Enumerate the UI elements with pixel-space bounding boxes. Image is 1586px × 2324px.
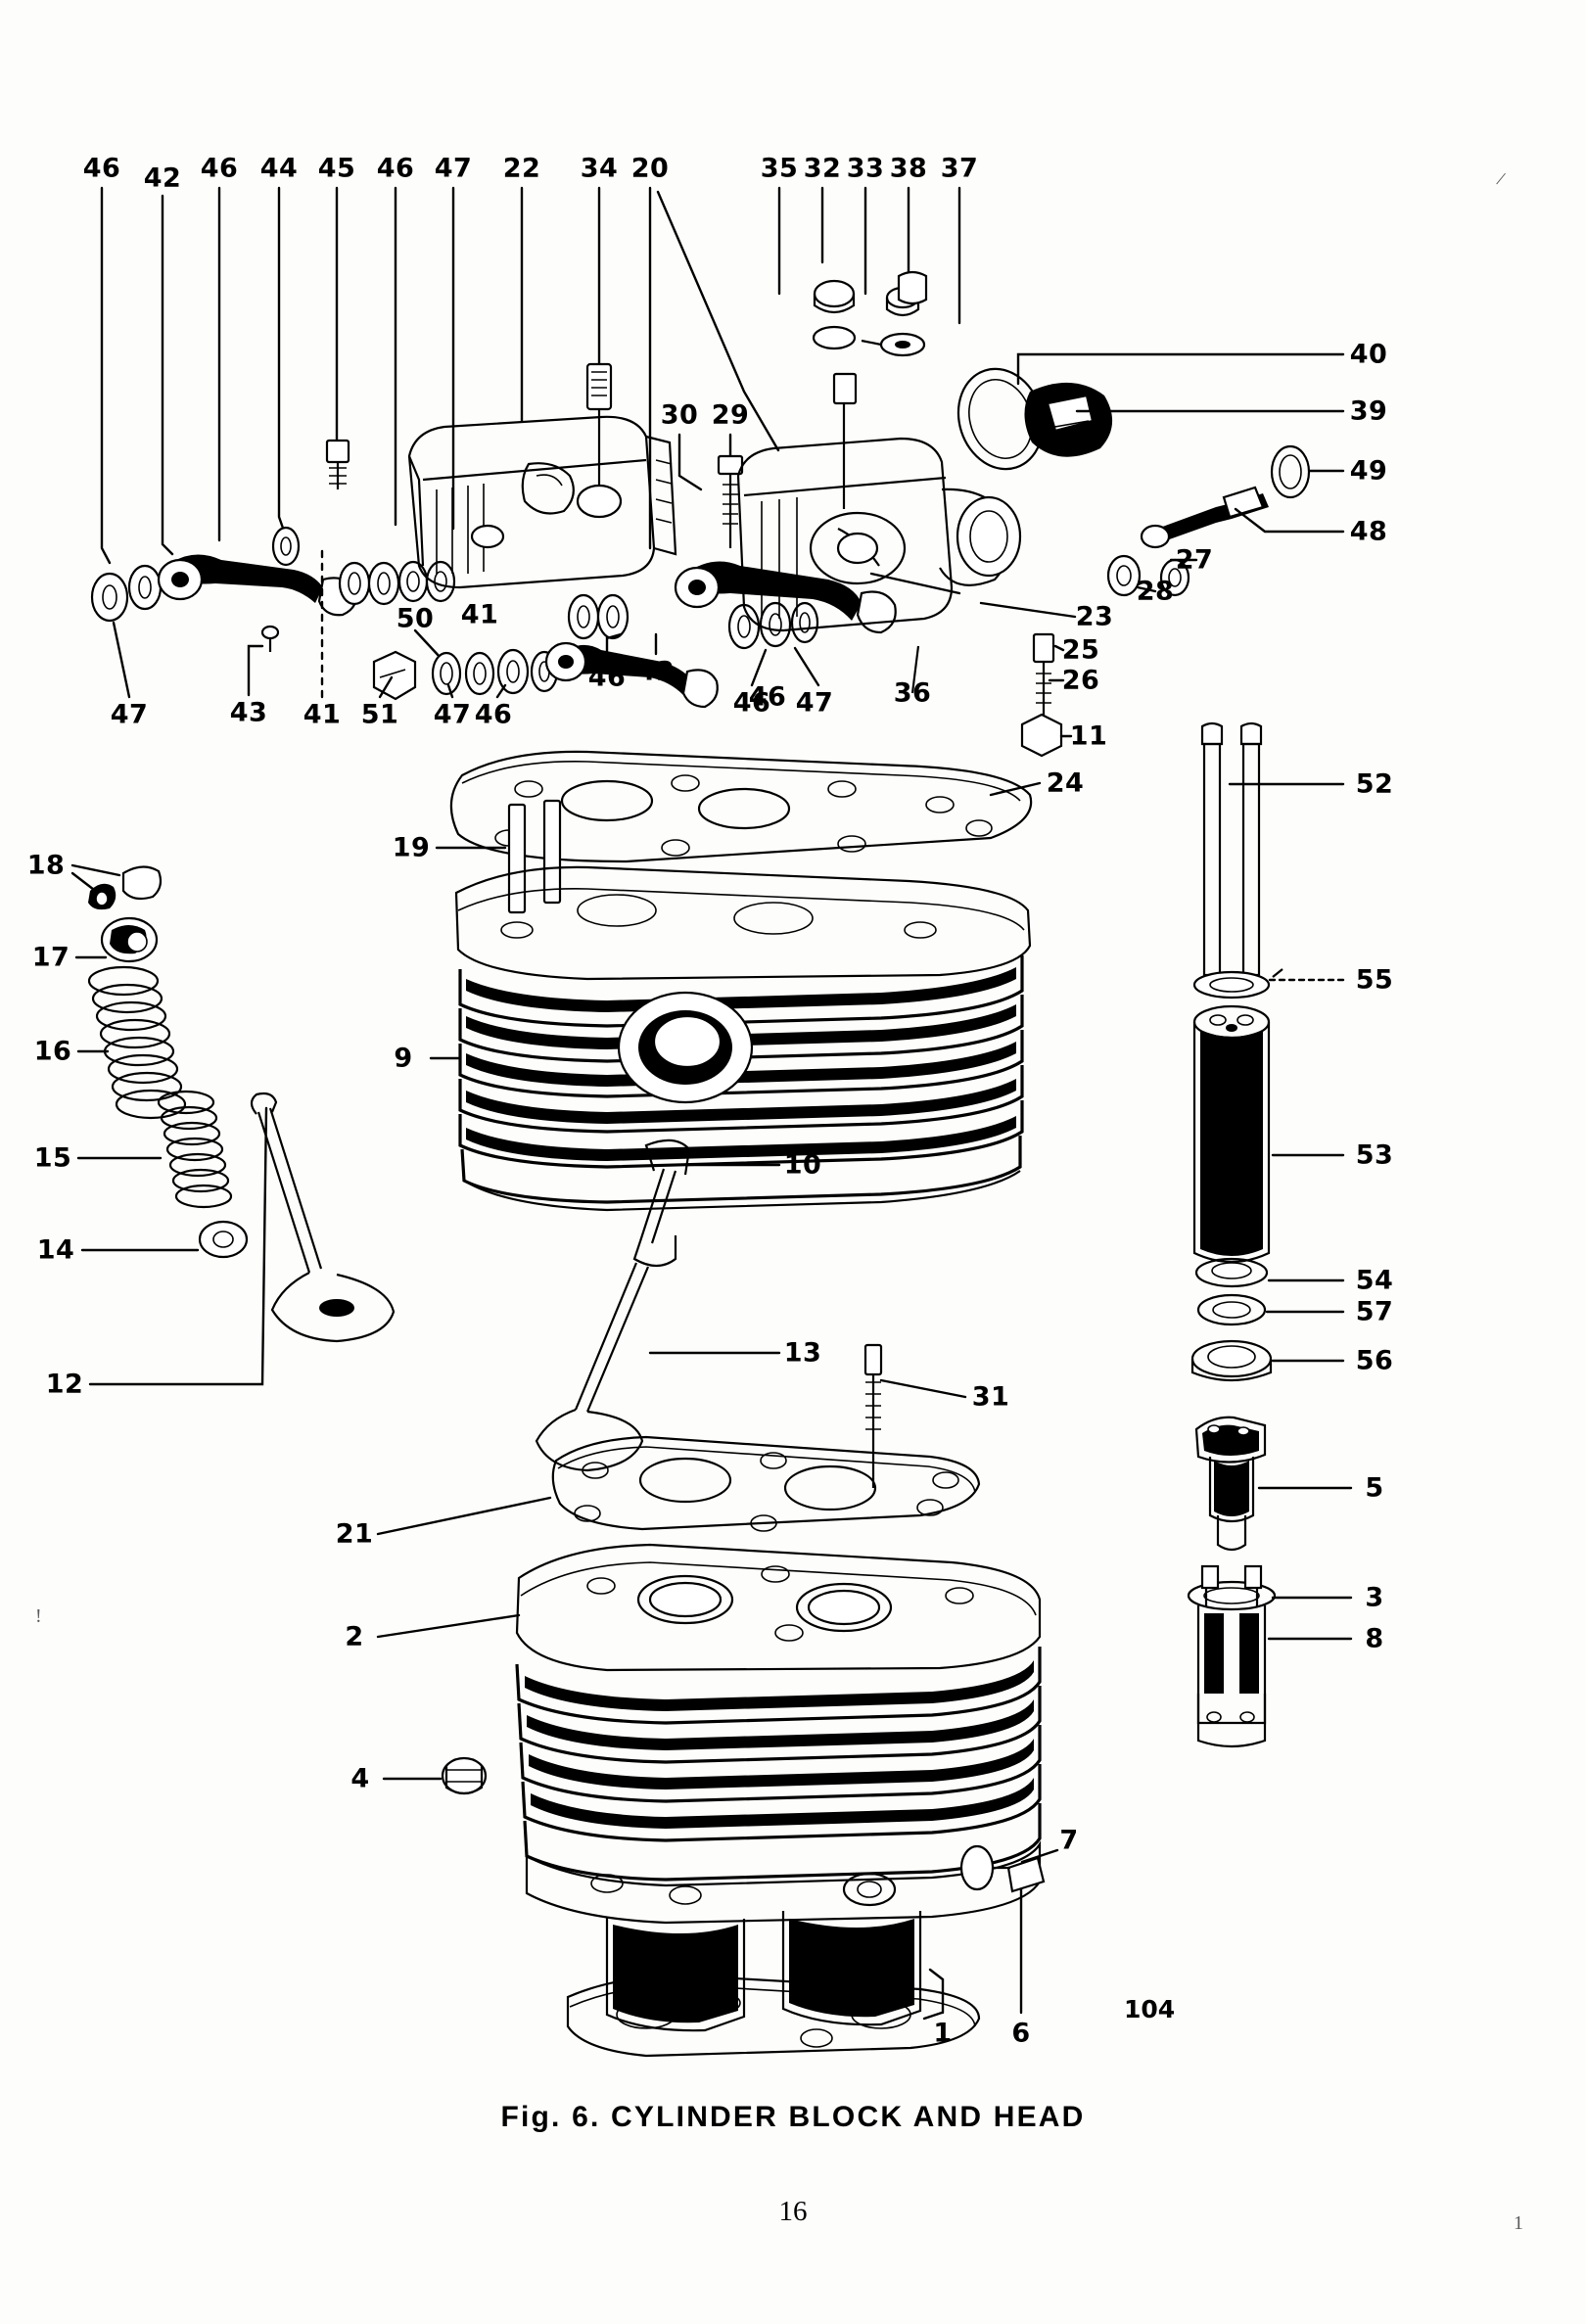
callout-46: 46	[376, 153, 415, 184]
callout-26: 26	[1061, 665, 1100, 696]
cylinder-stud-31	[863, 1343, 967, 1488]
callout-21: 21	[335, 1518, 374, 1550]
callout-35: 35	[760, 153, 799, 184]
top-hardware-group	[325, 270, 928, 548]
callout-13: 13	[783, 1337, 822, 1369]
callout-42: 42	[143, 163, 182, 194]
callout-53: 53	[1355, 1139, 1394, 1171]
valve-spring-inner	[157, 1090, 233, 1209]
callout-37: 37	[940, 153, 979, 184]
callout-4: 4	[350, 1763, 370, 1794]
cylinder-head-casting	[429, 865, 1032, 1212]
callout-47: 47	[110, 699, 149, 730]
callout-28: 28	[1136, 576, 1175, 607]
callout-1: 1	[933, 2018, 953, 2049]
valve-spring-outer	[87, 965, 187, 1120]
callout-47: 47	[434, 153, 473, 184]
valve-inlet-13	[535, 1262, 781, 1472]
callout-10: 10	[783, 1149, 822, 1181]
edge-mark-left: !	[35, 1605, 42, 1627]
callout-47: 47	[795, 687, 834, 719]
rocker-box-housing	[407, 415, 677, 589]
valve-train-left	[70, 863, 396, 1386]
cylinder-block-casting	[376, 1543, 1042, 2058]
callout-47: 47	[433, 699, 472, 730]
callout-11: 11	[1069, 720, 1108, 752]
right-top-parts	[956, 352, 1345, 758]
flange-bolt-7	[928, 1844, 1059, 2015]
callout-42: 42	[636, 656, 676, 687]
edge-mark-bottom-right: 1	[1514, 2212, 1523, 2234]
callout-8: 8	[1365, 1623, 1384, 1654]
cylinder-block-fins	[515, 1647, 1042, 1882]
callout-18: 18	[26, 850, 66, 881]
callout-31: 31	[971, 1381, 1010, 1413]
callout-55: 55	[1355, 964, 1394, 996]
callout-41: 41	[460, 599, 499, 630]
callout-16: 16	[33, 1036, 72, 1067]
callout-34: 34	[580, 153, 619, 184]
page-number: 16	[778, 2196, 808, 2227]
callout-49: 49	[1349, 455, 1388, 487]
callout-50: 50	[396, 603, 435, 634]
callout-39: 39	[1349, 395, 1388, 427]
callout-9: 9	[394, 1043, 413, 1074]
callout-46: 46	[587, 662, 627, 693]
plate-code: 104	[1124, 1995, 1176, 2023]
callout-32: 32	[803, 153, 842, 184]
callout-44: 44	[259, 153, 299, 184]
callout-36: 36	[893, 677, 932, 709]
callout-25: 25	[1061, 634, 1100, 666]
callout-38: 38	[889, 153, 928, 184]
callout-2: 2	[345, 1621, 364, 1652]
small-nut-4	[382, 1756, 488, 1795]
callout-46: 46	[82, 153, 121, 184]
callout-15: 15	[33, 1142, 72, 1174]
callout-6: 6	[1011, 2018, 1031, 2049]
callout-51: 51	[360, 699, 399, 730]
callout-46: 46	[732, 687, 771, 719]
callout-41: 41	[303, 699, 342, 730]
top-leader-lines	[100, 186, 961, 565]
callout-56: 56	[1355, 1345, 1394, 1376]
callout-5: 5	[1365, 1472, 1384, 1504]
callout-14: 14	[36, 1234, 75, 1266]
cylinder-head-gasket	[435, 750, 1042, 914]
callout-12: 12	[45, 1369, 84, 1400]
callout-46: 46	[200, 153, 239, 184]
callout-20: 20	[630, 153, 670, 184]
callout-17: 17	[31, 942, 70, 973]
callout-24: 24	[1046, 767, 1085, 799]
rocker-assembly-left	[90, 526, 961, 709]
callout-54: 54	[1355, 1265, 1394, 1296]
callout-19: 19	[392, 832, 431, 863]
callout-43: 43	[229, 697, 268, 728]
callout-22: 22	[502, 153, 541, 184]
callout-40: 40	[1349, 339, 1388, 370]
callout-46: 46	[474, 699, 513, 730]
callout-7: 7	[1059, 1825, 1079, 1856]
pushrod-and-tappet-column	[1187, 721, 1353, 1748]
callout-30: 30	[660, 399, 699, 431]
callout-33: 33	[846, 153, 885, 184]
callout-46: 46	[748, 681, 787, 713]
right-rocker-box	[736, 437, 1077, 694]
callout-29: 29	[711, 399, 750, 431]
callout-23: 23	[1075, 601, 1114, 632]
callout-3: 3	[1365, 1582, 1384, 1613]
callout-45: 45	[317, 153, 356, 184]
callout-27: 27	[1175, 544, 1214, 576]
callout-57: 57	[1355, 1296, 1394, 1327]
callout-52: 52	[1355, 768, 1394, 800]
valve-exhaust-10	[632, 1139, 781, 1268]
figure-caption: Fig. 6. CYLINDER BLOCK AND HEAD	[500, 2101, 1086, 2133]
cylinder-base-gasket	[376, 1435, 981, 1536]
callout-48: 48	[1349, 516, 1388, 547]
